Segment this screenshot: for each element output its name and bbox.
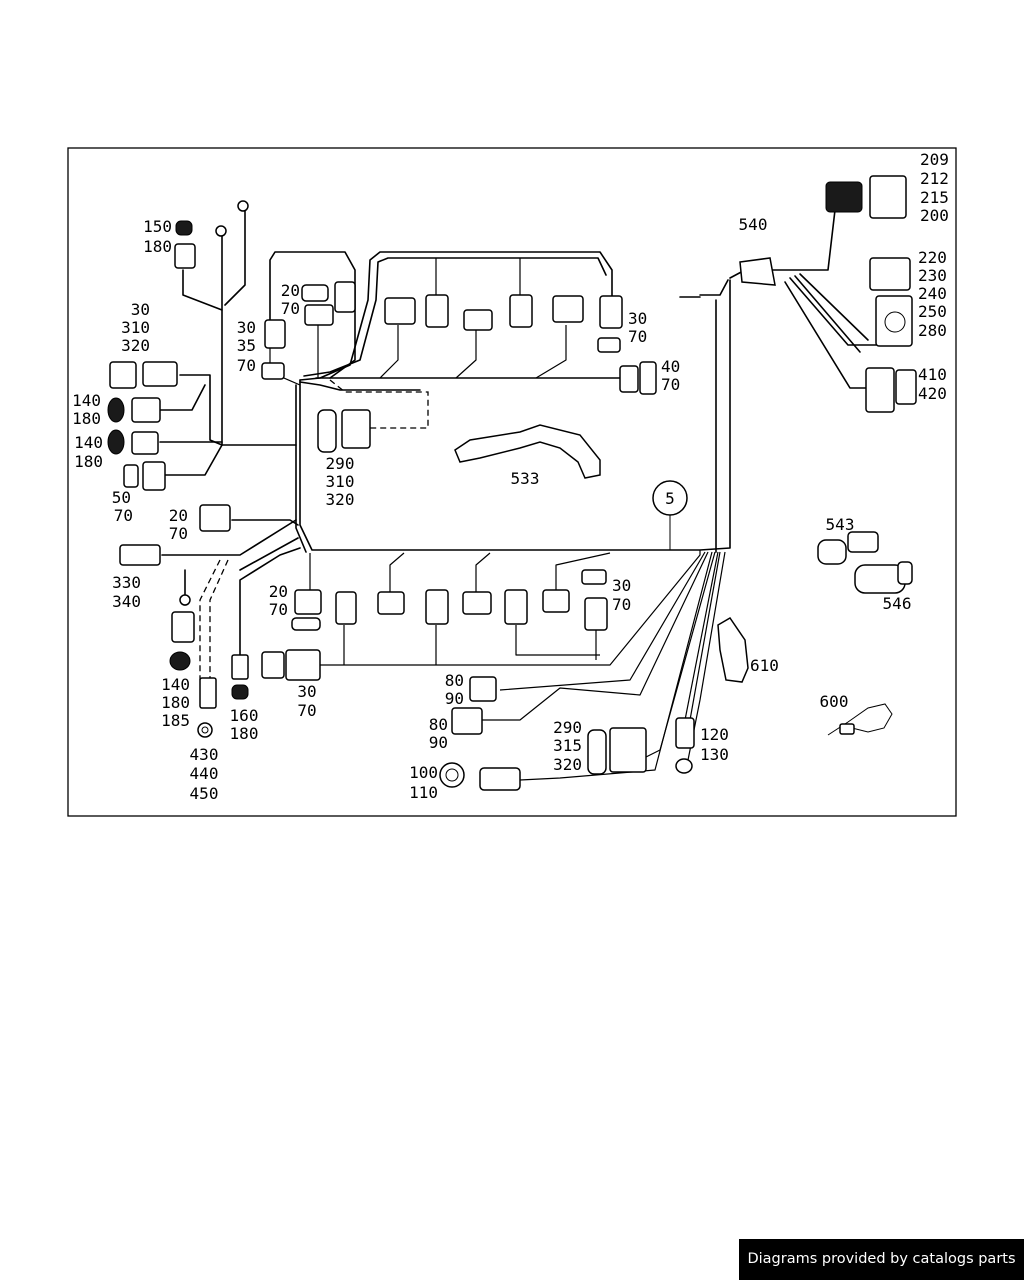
- label-20: 20: [269, 582, 288, 601]
- label-320: 320: [121, 336, 150, 355]
- label-180: 180: [230, 724, 259, 743]
- label-600: 600: [820, 692, 849, 711]
- label-140: 140: [161, 675, 190, 694]
- label-212: 212: [920, 169, 949, 188]
- label-35: 35: [237, 336, 256, 355]
- label-540: 540: [739, 215, 768, 234]
- label-20: 20: [281, 281, 300, 300]
- label-330: 330: [112, 573, 141, 592]
- label-150: 150: [143, 217, 172, 236]
- label-50: 50: [112, 488, 131, 507]
- label-543: 543: [826, 515, 855, 534]
- label-310: 310: [121, 318, 150, 337]
- label-30: 30: [628, 309, 647, 328]
- label-180: 180: [74, 452, 103, 471]
- label-610: 610: [750, 656, 779, 675]
- label-70: 70: [269, 600, 288, 619]
- label-180: 180: [72, 409, 101, 428]
- label-20: 20: [169, 506, 188, 525]
- label-100: 100: [409, 763, 438, 782]
- label-130: 130: [700, 745, 729, 764]
- label-320: 320: [553, 755, 582, 774]
- label-90: 90: [445, 689, 464, 708]
- label-430: 430: [190, 745, 219, 764]
- label-240: 240: [918, 284, 947, 303]
- label-209: 209: [920, 150, 949, 169]
- label-450: 450: [190, 784, 219, 803]
- label-320: 320: [326, 490, 355, 509]
- label-70: 70: [297, 701, 316, 720]
- label-250: 250: [918, 302, 947, 321]
- label-180: 180: [161, 693, 190, 712]
- label-290: 290: [553, 718, 582, 737]
- label-310: 310: [326, 472, 355, 491]
- label-70: 70: [281, 299, 300, 318]
- label-70: 70: [237, 356, 256, 375]
- label-280: 280: [918, 321, 947, 340]
- label-140: 140: [74, 433, 103, 452]
- label-70: 70: [661, 375, 680, 394]
- label-230: 230: [918, 266, 947, 285]
- connector-parts: [107, 175, 917, 791]
- label-533: 533: [511, 469, 540, 488]
- label-440: 440: [190, 764, 219, 783]
- label-410: 410: [918, 365, 947, 384]
- label-80: 80: [429, 715, 448, 734]
- label-160: 160: [230, 706, 259, 725]
- label-185: 185: [161, 711, 190, 730]
- label-30: 30: [297, 682, 316, 701]
- label-30: 30: [612, 576, 631, 595]
- label-30: 30: [237, 318, 256, 337]
- label-420: 420: [918, 384, 947, 403]
- label-70: 70: [114, 506, 133, 525]
- label-120: 120: [700, 725, 729, 744]
- harness-wires: [159, 204, 877, 781]
- label-110: 110: [409, 783, 438, 802]
- label-40: 40: [661, 357, 680, 376]
- label-70: 70: [169, 524, 188, 543]
- diagram-frame: [67, 147, 957, 817]
- label-215: 215: [920, 188, 949, 207]
- label-290: 290: [326, 454, 355, 473]
- label-140: 140: [72, 391, 101, 410]
- label-70: 70: [612, 595, 631, 614]
- label-220: 220: [918, 248, 947, 267]
- label-200: 200: [920, 206, 949, 225]
- label-30: 30: [131, 300, 150, 319]
- label-70: 70: [628, 327, 647, 346]
- callout-number: 5: [665, 489, 675, 508]
- label-340: 340: [112, 592, 141, 611]
- label-80: 80: [445, 671, 464, 690]
- watermark-banner: Diagrams provided by catalogs parts: [739, 1239, 1024, 1280]
- label-546: 546: [883, 594, 912, 613]
- label-315: 315: [553, 736, 582, 755]
- label-180: 180: [143, 237, 172, 256]
- label-90: 90: [429, 733, 448, 752]
- part-number-labels: 5 150 180 30 310 320 140 180 140 180 50 …: [72, 150, 949, 803]
